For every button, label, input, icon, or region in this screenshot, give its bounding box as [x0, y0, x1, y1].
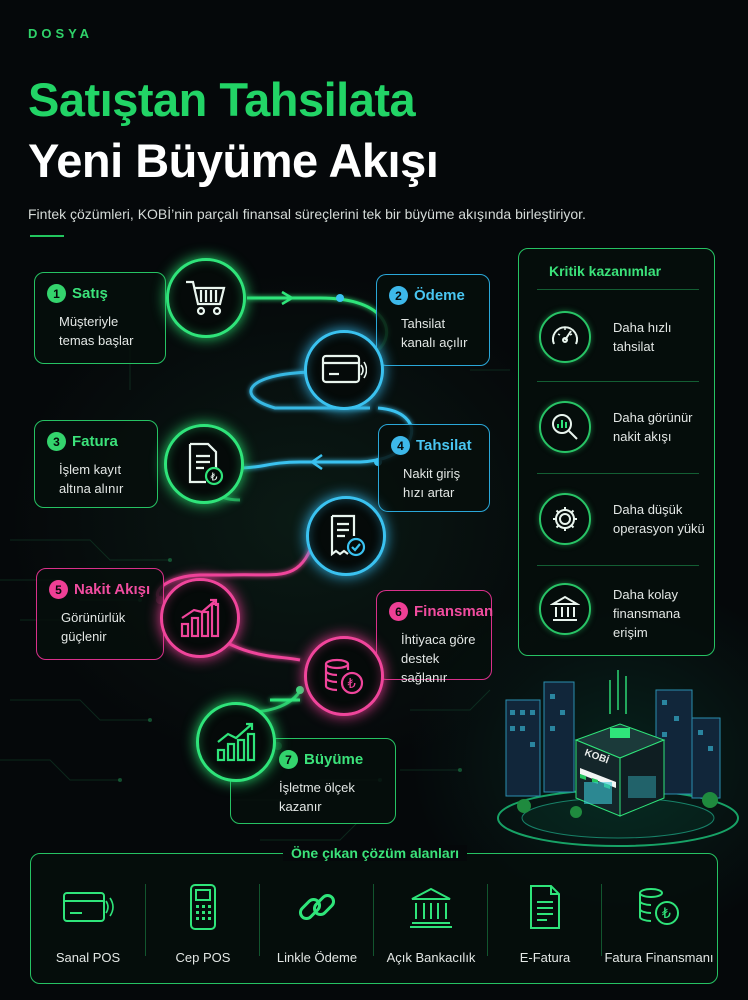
divider [145, 884, 146, 956]
svg-text:₺: ₺ [348, 677, 356, 692]
step-title: Büyüme [304, 751, 364, 768]
step-card-finansman: 6 Finansman İhtiyaca göre destek sağlanır [376, 590, 494, 685]
step-number: 7 [279, 750, 298, 769]
shopping-cart-icon [166, 258, 246, 338]
step-description: Müşteriyle temas başlar [59, 314, 134, 348]
svg-text:₺: ₺ [662, 906, 671, 922]
divider [537, 565, 699, 566]
coins-lira-icon: ₺ [602, 882, 716, 932]
gain-text: Daha hızlı tahsilat [613, 320, 672, 354]
divider [601, 884, 602, 956]
page-title-line-2: Yeni Büyüme Akışı [28, 134, 439, 187]
page-title-line-1: Satıştan Tahsilata [28, 73, 416, 126]
solutions-title: Öne çıkan çözüm alanları [282, 845, 468, 861]
solution-label: E-Fatura [519, 950, 571, 965]
step-description: İşletme ölçek kazanır [279, 780, 355, 814]
step-number: 1 [47, 284, 66, 303]
pos-terminal-icon [146, 882, 260, 932]
step-title: Finansman [414, 603, 494, 620]
solution-fatura-finansmani: ₺ Fatura Finansmanı [602, 882, 716, 965]
page-subtitle: Fintek çözümleri, KOBİ’nin parçalı finan… [28, 206, 586, 222]
divider [537, 381, 699, 382]
divider [259, 884, 260, 956]
solution-label: Linkle Ödeme [276, 950, 358, 965]
bank-icon [374, 882, 488, 932]
solution-label: Açık Bankacılık [386, 950, 476, 965]
step-description: İşlem kayıt altına alınır [59, 462, 124, 496]
solution-label: Fatura Finansmanı [604, 950, 714, 965]
link-icon [260, 882, 374, 932]
step-title: Fatura [72, 433, 118, 450]
solution-cep-pos: Cep POS [146, 882, 260, 965]
invoice-icon: ₺ [164, 424, 244, 504]
divider [537, 289, 699, 290]
kicker-label: DOSYA [28, 26, 94, 41]
coins-lira-icon: ₺ [304, 636, 384, 716]
divider [487, 884, 488, 956]
kobi-store-illustration: KOBİ [497, 670, 739, 847]
card-contactless-icon [31, 882, 145, 932]
step-title: Ödeme [414, 287, 465, 304]
step-title: Satış [72, 285, 108, 302]
gains-title: Kritik kazanımlar [549, 263, 662, 279]
solution-label: Sanal POS [55, 950, 121, 965]
step-number: 4 [391, 436, 410, 455]
step-card-nakit-akisi: 5 Nakit Akışı Görünürlük güçlenir [36, 568, 164, 660]
growth-chart-icon [196, 702, 276, 782]
gain-text: Daha düşük operasyon yükü [613, 502, 705, 536]
gain-text: Daha kolay finansmana erişim [613, 587, 681, 640]
step-title: Tahsilat [416, 437, 472, 454]
step-card-satis: 1 Satış Müşteriyle temas başlar [34, 272, 166, 364]
title-underline [30, 235, 64, 237]
step-description: Tahsilat kanalı açılır [401, 316, 468, 350]
solutions-panel: Öne çıkan çözüm alanları Sanal POS Cep P… [30, 845, 718, 984]
svg-text:₺: ₺ [211, 471, 218, 484]
step-description: İhtiyaca göre destek sağlanır [401, 632, 476, 685]
bank-icon [539, 583, 591, 635]
solution-sanal-pos: Sanal POS [31, 882, 145, 965]
magnifier-chart-icon [539, 401, 591, 453]
step-number: 5 [49, 580, 68, 599]
document-icon [488, 882, 602, 932]
step-description: Görünürlük güçlenir [61, 610, 126, 644]
solution-linkle-odeme: Linkle Ödeme [260, 882, 374, 965]
divider [537, 473, 699, 474]
step-number: 3 [47, 432, 66, 451]
critical-gains-panel: Kritik kazanımlar Daha hızlı tahsilat Da… [518, 248, 715, 656]
receipt-check-icon [306, 496, 386, 576]
step-number: 6 [389, 602, 408, 621]
step-description: Nakit giriş hızı artar [403, 466, 461, 500]
divider [373, 884, 374, 956]
solution-acik-bankacilik: Açık Bankacılık [374, 882, 488, 965]
step-card-fatura: 3 Fatura İşlem kayıt altına alınır [34, 420, 158, 508]
step-number: 2 [389, 286, 408, 305]
solution-label: Cep POS [175, 950, 231, 965]
step-card-tahsilat: 4 Tahsilat Nakit giriş hızı artar [378, 424, 490, 512]
step-card-odeme: 2 Ödeme Tahsilat kanalı açılır [376, 274, 490, 366]
gain-text: Daha görünür nakit akışı [613, 410, 693, 444]
solution-e-fatura: E-Fatura [488, 882, 602, 965]
credit-card-icon [304, 330, 384, 410]
gear-icon [539, 493, 591, 545]
speedometer-icon [539, 311, 591, 363]
step-title: Nakit Akışı [74, 581, 151, 598]
bar-chart-icon [160, 578, 240, 658]
